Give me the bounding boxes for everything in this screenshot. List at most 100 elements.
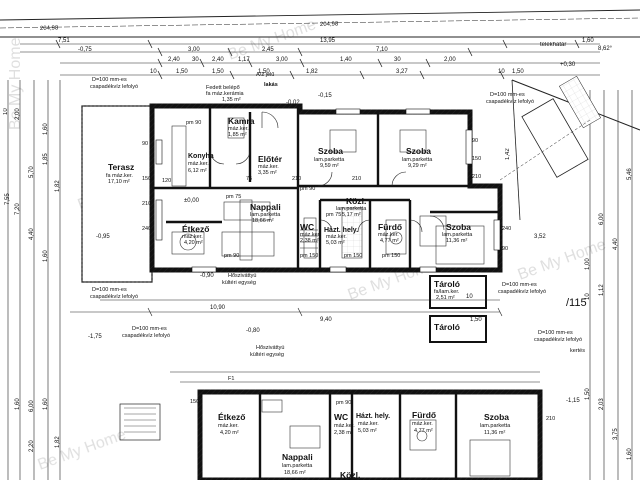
dim-label: 204,98 — [40, 25, 59, 32]
room-name-kamra: Kamra — [228, 116, 255, 126]
dim-label: 2,20 — [29, 440, 35, 452]
dim-label: 1,42 — [505, 148, 511, 160]
dim-label: 1,60 — [582, 38, 594, 44]
room-name-szoba-3: Szoba — [446, 222, 471, 232]
covered-entry-label: Fedett belépő — [206, 85, 240, 91]
room-area-szoba-1: 9,59 m² — [320, 163, 339, 169]
dim-label: 4,40 — [613, 238, 619, 250]
level-label: -0,02 — [286, 100, 300, 106]
door-code: pm 75 — [226, 194, 241, 200]
dim-label: 1,50 — [212, 69, 224, 75]
drain-note: csapadékvíz lefolyó — [486, 99, 534, 105]
room-name-wc: WC — [300, 222, 314, 232]
house-outline — [149, 103, 503, 273]
room-floor-szoba-3: lam.parketta — [442, 232, 473, 238]
heat-pump-note: kültéri egység — [222, 280, 256, 286]
room-area-hazt: 5,03 m² — [326, 240, 345, 246]
windows — [155, 108, 501, 273]
interior-walls — [152, 106, 500, 270]
dim-label: 1,82 — [55, 180, 61, 192]
dim-label: 2,03 — [599, 398, 605, 410]
dim-label: 1,50 — [258, 69, 270, 75]
dim-label: 7,10 — [376, 47, 388, 53]
plot-number-label: /115 — [566, 297, 587, 309]
dim-label: 9,40 — [320, 317, 332, 323]
lower-room-floor-szoba: lam.parketta — [480, 423, 511, 429]
drain-note: D=100 mm-es — [502, 282, 537, 288]
dim-label: 1,82 — [306, 69, 318, 75]
opening-heights: 90 150 210 240 120 75 210 90 150 210 240… — [142, 138, 555, 422]
dim-label: 204,98 — [320, 21, 339, 28]
drain-note: csapadékvíz lefolyó — [90, 84, 138, 90]
lower-room-area-hazt: 5,03 m² — [358, 428, 377, 434]
opening-height: 240 — [502, 226, 511, 232]
opening-height: 210 — [142, 201, 151, 207]
lower-room-name-hazt: Házt. hely. — [356, 413, 390, 420]
room-name-eloter: Előtér — [258, 154, 283, 164]
room-area-nappali: 18,66 m² — [252, 218, 274, 224]
door-code: pm 90 — [336, 400, 351, 406]
heat-pump-note: Hősziváttyú — [228, 273, 256, 279]
room-labels: Terasz fa máz.ker. 17,10 m² Kamra máz.ke… — [106, 116, 473, 332]
lower-room-area-furdo: 4,77 m² — [414, 428, 433, 434]
room-name-hazt: Házt. hely. — [324, 227, 358, 234]
level-label: ±0,00 — [184, 198, 200, 204]
dim-label: 1,60 — [15, 398, 21, 410]
dim-label: 6,00 — [599, 213, 605, 225]
heat-pump-note: kültéri egység — [250, 352, 284, 358]
dim-label: 1,00 — [585, 258, 591, 270]
room-floor-etkezo: máz.ker. — [182, 234, 203, 240]
unit-code-label: A/2 jelű — [256, 72, 274, 78]
lower-room-name-nappali: Nappali — [282, 452, 313, 462]
drain-note: D=100 mm-es — [92, 287, 127, 293]
dim-label: 1,50 — [176, 69, 188, 75]
lower-room-area-wc: 2,38 m² — [334, 430, 353, 436]
covered-entry-area: 1,35 m² — [222, 97, 241, 103]
lower-room-floor-hazt: máz.ker. — [358, 421, 379, 427]
dim-label: 10 — [585, 293, 591, 300]
dim-label: 13,95 — [320, 38, 336, 44]
room-name-etkezo: Étkező — [182, 224, 209, 234]
dim-label: 1,60 — [43, 123, 49, 135]
room-area-wc: 2,38 m² — [300, 238, 319, 244]
dim-label: -0,75 — [78, 47, 92, 53]
room-floor-tarolo-1: fa/lam.ker. — [434, 289, 460, 295]
level-label: -1,75 — [88, 334, 102, 340]
annotations: telekhatár 8,62° Fedett belépő fa máz.ke… — [88, 42, 613, 404]
dim-label: 1,50 — [585, 388, 591, 400]
room-area-tarolo-1: 2,51 m² — [436, 295, 455, 301]
drain-note: csapadékvíz lefolyó — [534, 337, 582, 343]
room-area-konyha: 6,12 m² — [188, 168, 207, 174]
top-dimension-ticks — [55, 39, 580, 80]
dim-label: 4,40 — [29, 228, 35, 240]
plot-boundary-label: telekhatár — [540, 42, 566, 48]
unit-type-label: lakás — [264, 82, 278, 88]
opening-height: 210 — [352, 176, 361, 182]
drain-note: D=100 mm-es — [92, 77, 127, 83]
dim-label: 30 — [394, 57, 401, 63]
dim-label: 10 — [466, 294, 473, 300]
lower-room-name-wc: WC — [334, 412, 348, 422]
door-code: pm 150 — [382, 253, 400, 259]
door-code: pm 90 — [224, 253, 239, 259]
door-code: pm 90 — [300, 186, 315, 192]
level-label: +0,30 — [560, 62, 576, 68]
lower-room-name-szoba: Szoba — [484, 412, 509, 422]
door-code: pm 75 — [326, 212, 341, 218]
lower-room-name-kozl: Közl. — [340, 470, 360, 480]
room-area-kozl: 5,17 m² — [342, 212, 361, 218]
dim-label: 10 — [498, 69, 505, 75]
f1-label: F1 — [228, 376, 234, 382]
top-dimension-labels: 7,51 13,95 1,60 -0,75 3,00 2,45 7,10 2,4… — [40, 21, 594, 75]
left-dimension-labels: 10 2,00 5,70 7,55 1,60 7,20 4,40 1,85 1,… — [3, 108, 61, 452]
drain-note: csapadékvíz lefolyó — [122, 333, 170, 339]
opening-height: 210 — [292, 176, 301, 182]
level-label: -1,15 — [566, 398, 580, 404]
covered-entry-floor: fa máz.kerámia — [206, 91, 245, 97]
opening-height: 75 — [246, 176, 252, 182]
room-name-konyha: Konyha — [188, 153, 214, 160]
door-code: pm 90 — [186, 120, 201, 126]
watermark-text: Be My Home — [516, 236, 609, 284]
dim-label: 1,17 — [238, 57, 250, 63]
terrace — [81, 105, 153, 283]
